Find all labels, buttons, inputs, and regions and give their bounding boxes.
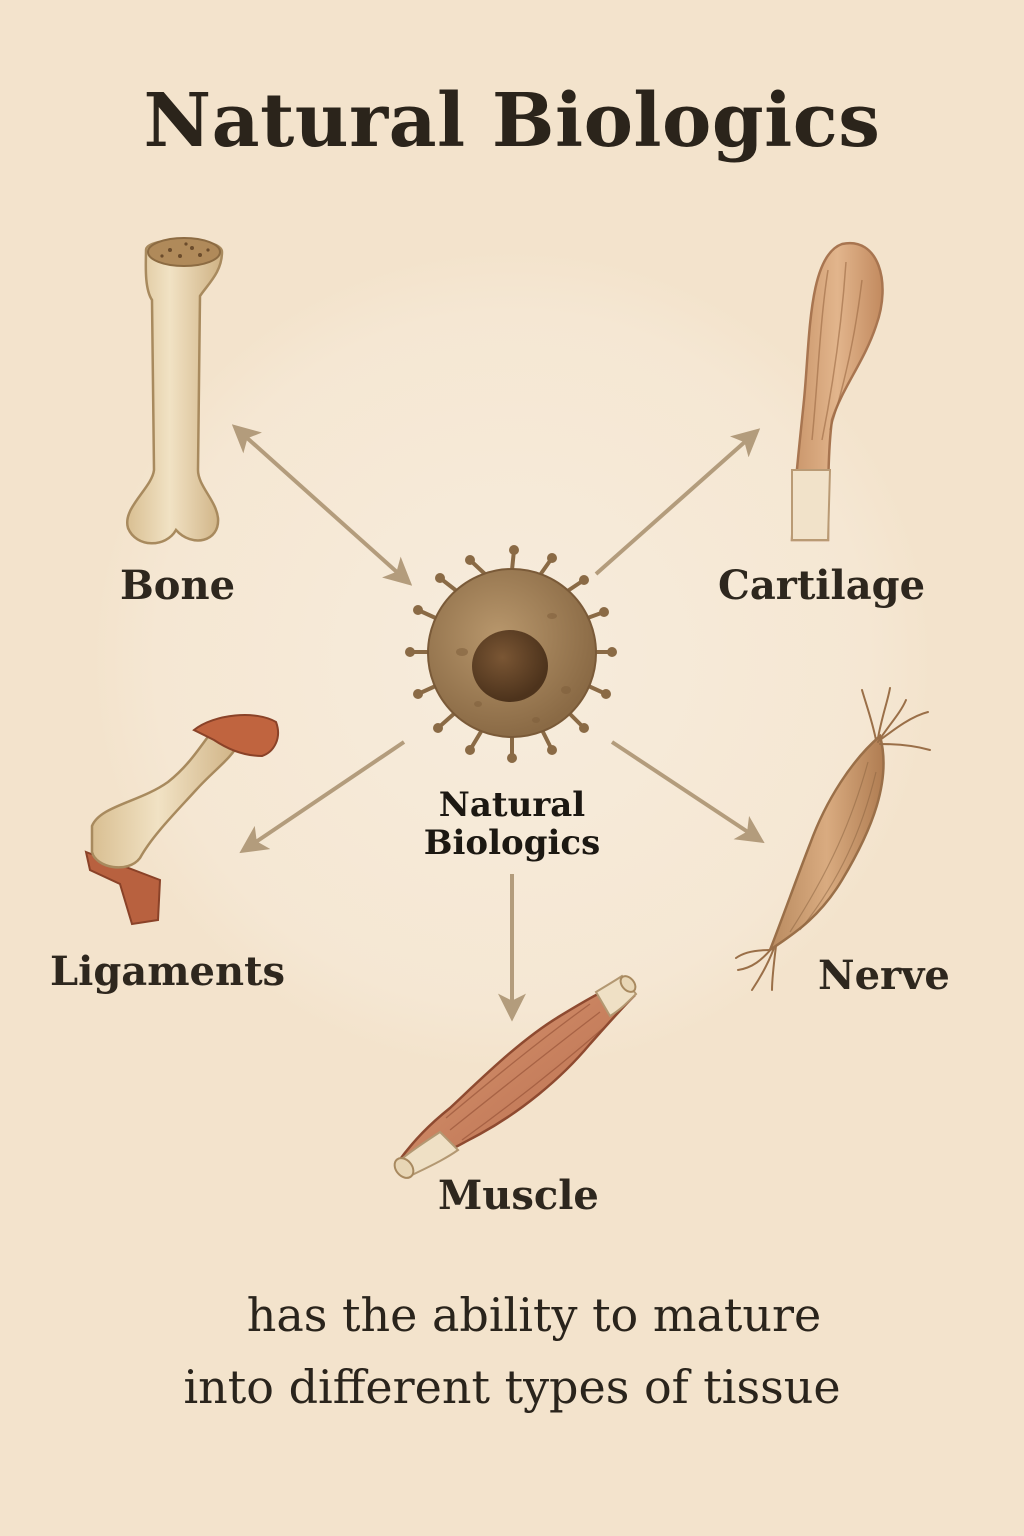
label-muscle: Muscle [438, 1172, 599, 1219]
center-label: Natural Biologics [400, 786, 624, 862]
bone-icon [126, 237, 224, 545]
label-cartilage: Cartilage [718, 562, 926, 609]
muscle-icon [393, 974, 638, 1179]
arrow-nerve [610, 740, 765, 844]
label-nerve: Nerve [818, 952, 950, 999]
page-title: Natural Biologics [143, 78, 881, 164]
arrow-cartilage [594, 428, 761, 576]
arrow-ligaments [239, 740, 406, 854]
caption-line-1: has the ability to mature [246, 1288, 822, 1342]
arrows [231, 424, 765, 1022]
cartilage-icon [790, 241, 884, 542]
arrow-bone [231, 424, 413, 586]
ligaments-icon [84, 714, 280, 926]
center-label-line2: Biologics [423, 823, 601, 863]
nerve-icon [735, 687, 931, 991]
caption-line-2: into different types of tissue [183, 1360, 841, 1414]
label-bone: Bone [120, 562, 236, 609]
stem-cell-icon [405, 545, 617, 763]
center-label-line1: Natural [438, 785, 586, 825]
label-ligaments: Ligaments [50, 948, 286, 995]
